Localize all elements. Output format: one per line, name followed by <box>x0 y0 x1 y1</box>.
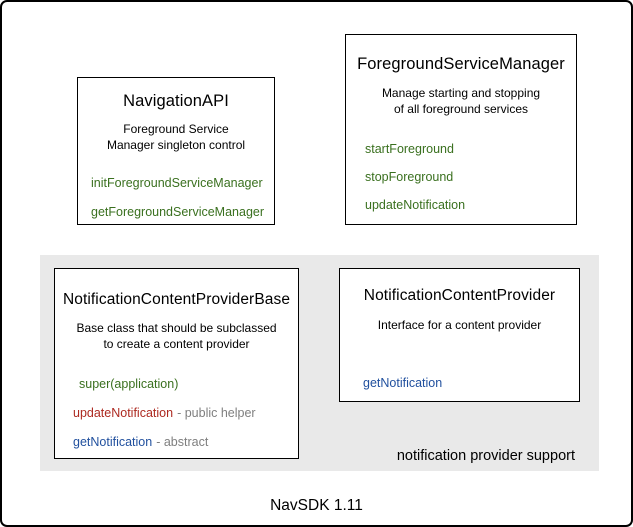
navigation-api-box: NavigationAPI Foreground Service Manager… <box>77 77 275 225</box>
group-caption: notification provider support <box>396 448 575 464</box>
method-get-notification-abstract-label: getNotification <box>73 435 153 449</box>
method-update-notification: updateNotification <box>365 198 466 212</box>
public-helper-annotation: - public helper <box>177 406 256 420</box>
notification-content-provider-method-list: getNotification <box>340 376 579 390</box>
notification-content-provider-title: NotificationContentProvider <box>363 287 556 304</box>
abstract-annotation: - abstract <box>156 435 209 449</box>
foreground-service-manager-box: ForegroundServiceManager Manage starting… <box>345 34 577 225</box>
method-start-foreground: startForeground <box>365 142 454 156</box>
notification-content-provider-base-box: NotificationContentProviderBase Base cla… <box>54 268 299 459</box>
method-init-foreground-service-manager: initForegroundServiceManager <box>91 176 263 190</box>
notification-content-provider-base-description: Base class that should be subclassed to … <box>76 321 277 351</box>
method-get-notification: getNotification <box>363 375 443 390</box>
navigation-api-description: Foreground Service Manager singleton con… <box>106 122 246 152</box>
method-get-foreground-service-manager: getForegroundServiceManager <box>91 205 265 219</box>
notification-content-provider-box: NotificationContentProvider Interface fo… <box>339 268 580 402</box>
notification-content-provider-base-method-list: super(application) updateNotification- a… <box>55 377 298 449</box>
method-update-notification-helper-label: updateNotification <box>73 406 174 420</box>
method-stop-foreground: stopForeground <box>365 170 454 184</box>
foreground-service-manager-title: ForegroundServiceManager <box>357 55 565 73</box>
notification-content-provider-base-title: NotificationContentProviderBase <box>62 291 291 308</box>
navigation-api-method-list: initForegroundServiceManager getForegrou… <box>78 176 274 219</box>
method-update-notification-helper: updateNotification- abstract- public hel… <box>73 406 298 420</box>
foreground-service-manager-method-list: startForeground stopForeground updateNot… <box>346 142 576 212</box>
sdk-version-caption: NavSDK 1.11 <box>270 497 363 514</box>
method-get-notification-abstract: getNotification- abstract <box>73 435 298 449</box>
method-super-application: super(application) <box>73 377 298 391</box>
notification-provider-support-group: NotificationContentProviderBase Base cla… <box>40 255 599 471</box>
method-super-application-label: super(application) <box>79 377 179 391</box>
notification-content-provider-description: Interface for a content provider <box>377 318 542 332</box>
foreground-service-manager-description: Manage starting and stopping of all fore… <box>381 86 541 116</box>
navigation-api-title: NavigationAPI <box>123 92 229 110</box>
